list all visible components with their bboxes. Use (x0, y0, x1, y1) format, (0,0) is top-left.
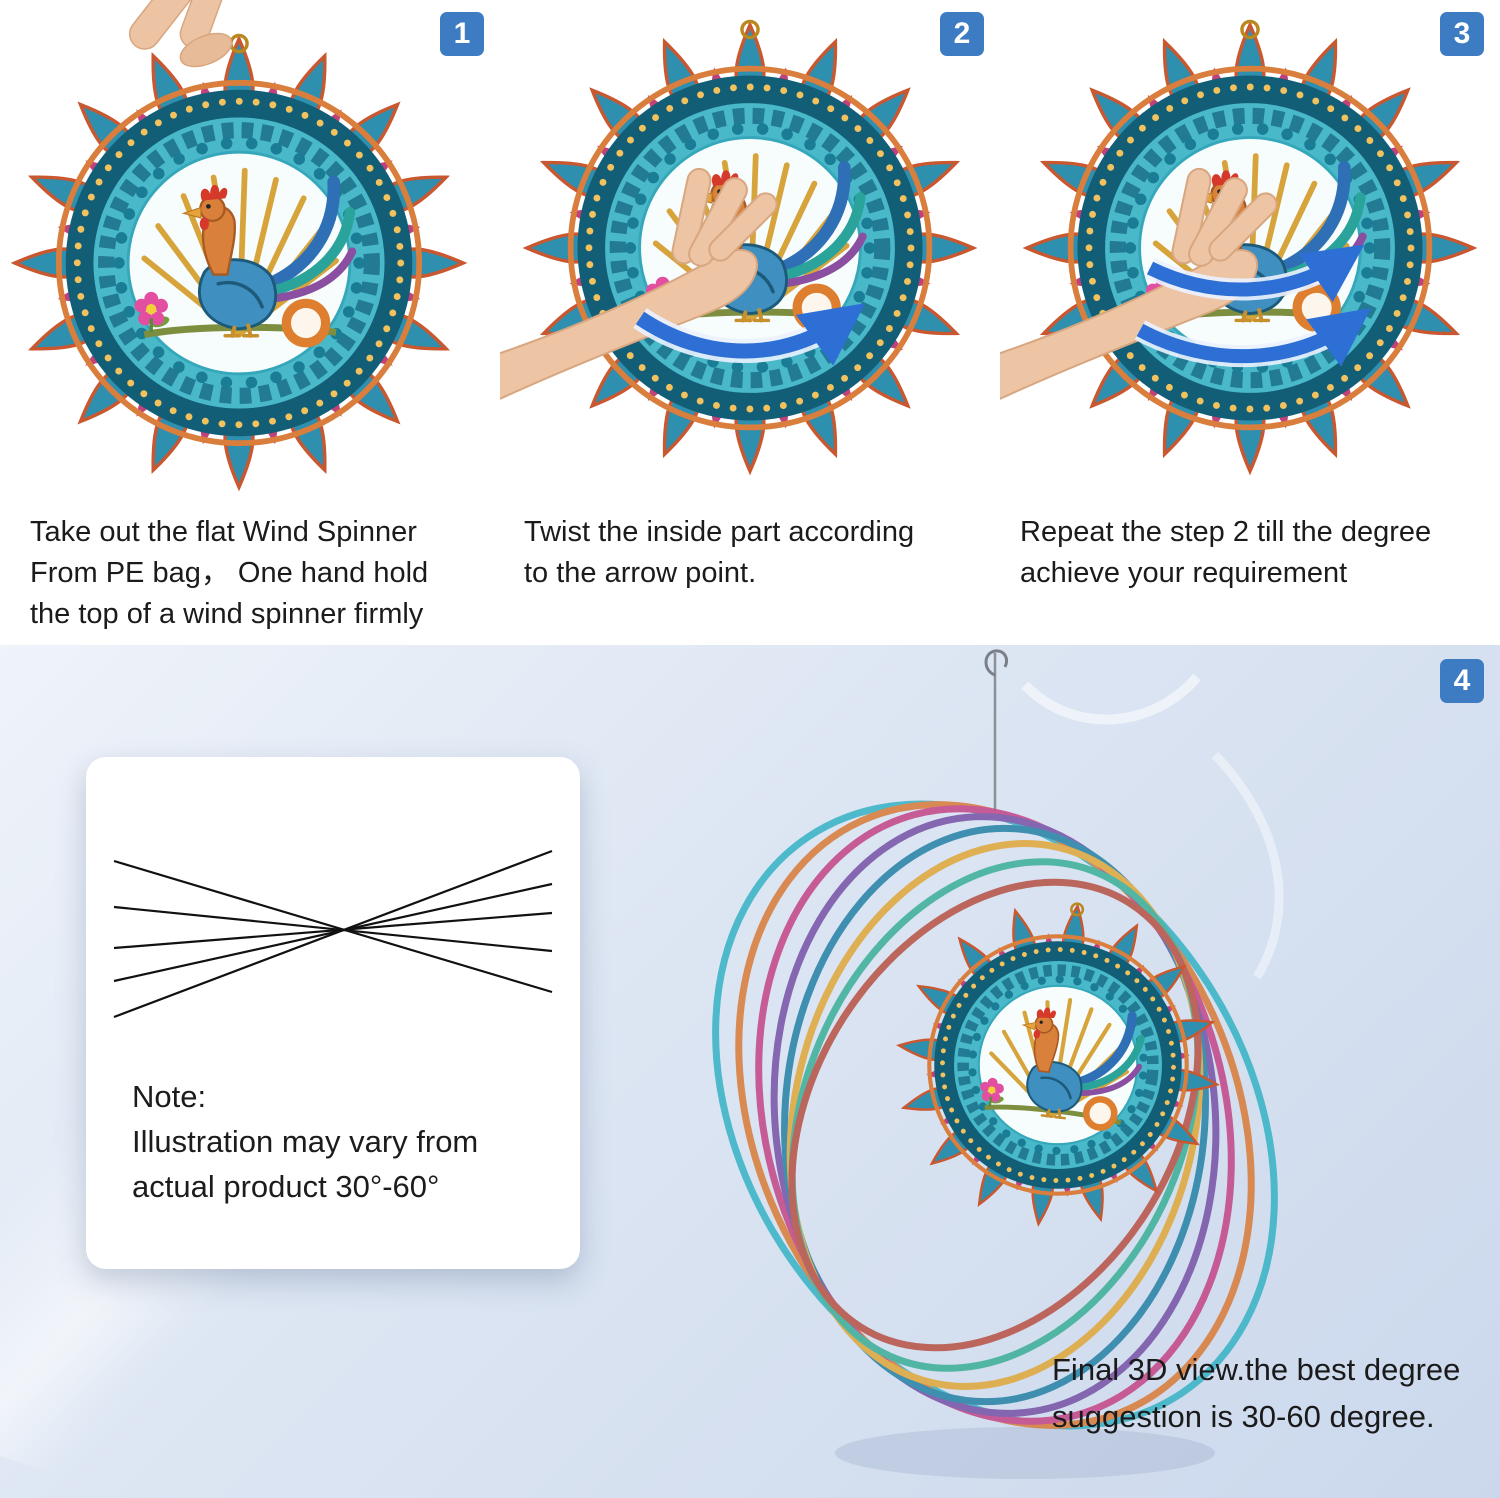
caption-line: to the arrow point. (524, 557, 757, 590)
wind-spinner-repeat-illustration (1000, 0, 1500, 505)
caption-line: suggestion is 30-60 degree. (1052, 1398, 1435, 1434)
twisted-blades (712, 800, 1278, 1430)
hand-holding-top-icon (128, 0, 233, 68)
caption-line: From PE bag， One hand hold (30, 557, 429, 590)
rotation-arrows-icon (1134, 244, 1371, 368)
step-2-badge: 2 (940, 12, 984, 56)
caption-line: Take out the flat Wind Spinner (30, 516, 417, 548)
step-2-figure (500, 0, 1000, 505)
step-3: 3 (1000, 0, 1500, 645)
caption-line: Twist the inside part according (524, 516, 915, 548)
step-1-badge: 1 (440, 12, 484, 56)
caption-line: achieve your requirement (1020, 557, 1348, 590)
note-text: Note: Illustration may vary from actual … (132, 1075, 478, 1210)
final-caption: Final 3D view.the best degree suggestion… (1052, 1347, 1460, 1440)
caption-line: the top of a wind spinner firmly (30, 598, 424, 631)
note-title: Note: (132, 1079, 207, 1114)
angle-lines-diagram (113, 849, 553, 1019)
step-3-caption: Repeat the step 2 till the degree achiev… (1020, 512, 1480, 594)
spinner-3d-view (590, 645, 1400, 1498)
spinner-3d-illustration (712, 649, 1284, 1479)
note-line: actual product 30°-60° (132, 1168, 440, 1204)
step-3-badge: 3 (1440, 12, 1484, 56)
hand-twisting-icon (500, 167, 778, 400)
note-line: Illustration may vary from (132, 1123, 479, 1159)
step-4-badge: 4 (1440, 659, 1484, 703)
step-1: 1 Take out the flat Wind Spinner From PE… (0, 0, 500, 645)
final-section: 4 Note: Illustration may vary from actua… (0, 645, 1500, 1498)
note-card: Note: Illustration may vary from actual … (86, 757, 580, 1269)
caption-line: Repeat the step 2 till the degree (1020, 516, 1432, 548)
step-1-figure (0, 0, 500, 505)
step-3-figure (1000, 0, 1500, 505)
step-2: 2 Twist the inside p (500, 0, 1000, 645)
caption-line: Final 3D view.the best degree (1052, 1352, 1461, 1387)
steps-row: 1 Take out the flat Wind Spinner From PE… (0, 0, 1500, 645)
hanging-hook-icon (984, 649, 1009, 677)
step-1-caption: Take out the flat Wind Spinner From PE b… (30, 512, 490, 636)
step-2-caption: Twist the inside part according to the a… (524, 512, 984, 594)
rotation-arrow-icon (633, 303, 866, 366)
wind-spinner-flat-illustration (0, 0, 500, 505)
wind-spinner-twist-illustration (500, 0, 1000, 505)
